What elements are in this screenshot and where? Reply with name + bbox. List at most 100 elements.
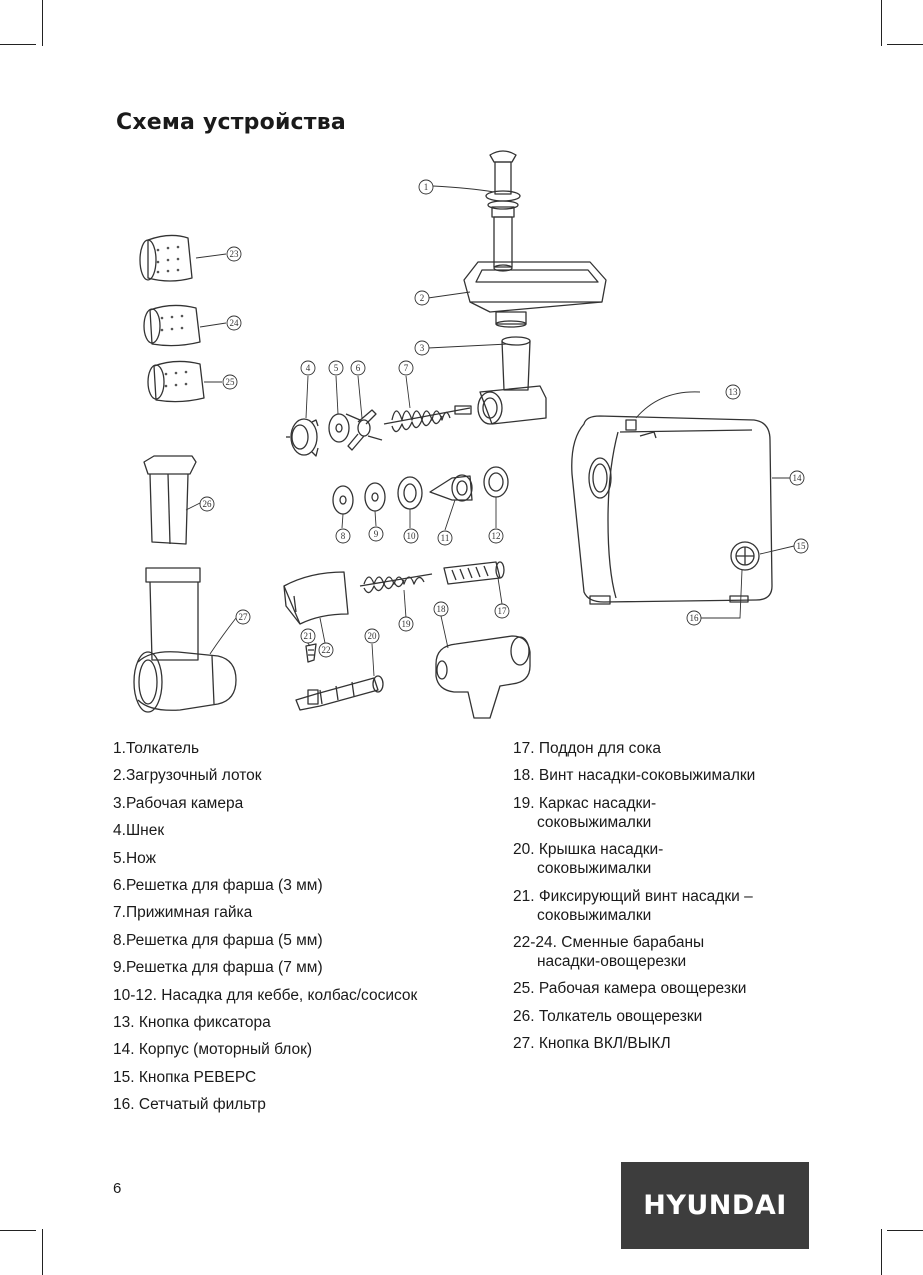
legend-item: 15. Кнопка РЕВЕРС bbox=[113, 1068, 257, 1086]
legend-item: 9.Решетка для фарша (7 мм) bbox=[113, 959, 323, 977]
part-juicer-frame bbox=[295, 675, 384, 711]
callout-number: 27 bbox=[239, 612, 249, 622]
callout-number: 18 bbox=[437, 604, 447, 614]
callout-number: 13 bbox=[729, 387, 739, 397]
callout-number: 20 bbox=[368, 631, 378, 641]
legend-item: 7.Прижимная гайка bbox=[113, 904, 253, 922]
legend-item: 8.Решетка для фарша (5 мм) bbox=[113, 931, 323, 949]
legend-item: 19. Каркас насадки-соковыжималки bbox=[513, 794, 657, 831]
callout-circle bbox=[494, 603, 510, 619]
part-pusher bbox=[485, 150, 521, 272]
legend-item: 26. Толкатель овощерезки bbox=[513, 1007, 703, 1025]
callout-circle bbox=[398, 360, 414, 376]
callout-circle bbox=[318, 642, 334, 658]
callout-circle bbox=[433, 601, 449, 617]
callout-circle bbox=[226, 315, 242, 331]
part-working-chamber bbox=[477, 336, 547, 425]
part-grid-5mm bbox=[332, 485, 354, 515]
part-juicer-cover bbox=[283, 571, 349, 625]
callout-number: 22 bbox=[322, 645, 331, 655]
callout-circle bbox=[398, 616, 414, 632]
crop-mark bbox=[42, 0, 43, 46]
callout-circle bbox=[235, 609, 251, 625]
callout-number: 26 bbox=[203, 499, 213, 509]
legend-item: 18. Винт насадки-соковыжималки bbox=[513, 767, 756, 785]
callout-circle bbox=[300, 628, 316, 644]
callout-number: 25 bbox=[226, 377, 236, 387]
part-knife bbox=[345, 409, 383, 451]
callout-number: 11 bbox=[441, 533, 450, 543]
callout-number: 1 bbox=[424, 182, 429, 192]
legend-right: 17. Поддон для сока 18. Винт насадки-сок… bbox=[513, 739, 755, 1062]
callout-number: 15 bbox=[797, 541, 807, 551]
legend-item: 1.Толкатель bbox=[113, 740, 200, 757]
legend-item: 27. Кнопка ВКЛ/ВЫКЛ bbox=[513, 1035, 671, 1053]
callout-number: 3 bbox=[420, 343, 425, 353]
part-kebbe-ring bbox=[397, 476, 423, 510]
page-title: Схема устройства bbox=[116, 110, 346, 135]
callout-number: 2 bbox=[420, 293, 425, 303]
callout-number: 23 bbox=[230, 249, 240, 259]
part-cone bbox=[429, 474, 473, 502]
legend-item: 6.Решетка для фарша (3 мм) bbox=[113, 876, 323, 894]
part-juicer-screw bbox=[359, 573, 433, 594]
legend-item: 21. Фиксирующий винт насадки –соковыжима… bbox=[513, 887, 753, 924]
callout-circle bbox=[403, 528, 419, 544]
callout-circle bbox=[793, 538, 809, 554]
callout-circle bbox=[364, 628, 380, 644]
part-nut bbox=[286, 418, 319, 457]
callout-circle bbox=[789, 470, 805, 486]
callout-circle bbox=[368, 526, 384, 542]
part-fixing-screw bbox=[305, 643, 317, 663]
part-slicer-pusher bbox=[143, 455, 197, 545]
page-number: 6 bbox=[113, 1180, 122, 1197]
legend-item: 5.Нож bbox=[113, 849, 156, 867]
callout-number: 19 bbox=[402, 619, 412, 629]
callout-number: 12 bbox=[492, 531, 501, 541]
callout-circle bbox=[414, 290, 430, 306]
part-drums bbox=[139, 234, 205, 403]
legend-item: 3.Рабочая камера bbox=[113, 794, 244, 812]
legend-item: 2.Загрузочный лоток bbox=[113, 767, 262, 785]
callout-number: 7 bbox=[404, 363, 409, 373]
legend-item: 4.Шнек bbox=[113, 822, 165, 840]
callout-circle bbox=[414, 340, 430, 356]
callout-number: 24 bbox=[230, 318, 240, 328]
part-drum-holes bbox=[156, 245, 188, 388]
callout-circle bbox=[328, 360, 344, 376]
callout-circle bbox=[686, 610, 702, 626]
crop-mark bbox=[0, 44, 36, 45]
crop-mark bbox=[887, 44, 923, 45]
legend-item: 20. Крышка насадки-соковыжималки bbox=[513, 841, 664, 878]
part-slicer-chamber bbox=[133, 567, 237, 713]
legend-item: 13. Кнопка фиксатора bbox=[113, 1013, 271, 1031]
callout-number: 5 bbox=[334, 363, 339, 373]
legend-item: 17. Поддон для сока bbox=[513, 740, 661, 757]
callout-number: 6 bbox=[356, 363, 361, 373]
part-motor-unit bbox=[571, 415, 773, 605]
callout-circle bbox=[222, 374, 238, 390]
callout-circle bbox=[488, 528, 504, 544]
callout-number: 10 bbox=[407, 531, 417, 541]
legend-item: 10-12. Насадка для кеббе, колбас/сосисок bbox=[113, 986, 418, 1004]
brand-text: HYUNDAI bbox=[643, 1190, 787, 1221]
callout-number: 16 bbox=[690, 613, 700, 623]
legend-item: 14. Корпус (моторный блок) bbox=[113, 1041, 313, 1059]
part-auger bbox=[383, 405, 472, 433]
callout-circle bbox=[437, 530, 453, 546]
crop-mark bbox=[887, 1230, 923, 1231]
crop-mark bbox=[0, 1230, 36, 1231]
crop-mark bbox=[881, 1229, 882, 1275]
part-grid-3mm bbox=[328, 413, 350, 443]
callout-circle bbox=[350, 360, 366, 376]
part-mesh-filter bbox=[443, 561, 505, 585]
legend-left: 1.Толкатель 2.Загрузочный лоток 3.Рабоча… bbox=[113, 739, 417, 1122]
crop-mark bbox=[881, 0, 882, 46]
callout-circle bbox=[335, 528, 351, 544]
device-diagram: 1234567891011121314151617181920212223242… bbox=[133, 150, 809, 719]
callout-number: 4 bbox=[306, 363, 311, 373]
legend-item: 25. Рабочая камера овощерезки bbox=[513, 980, 747, 998]
part-feed-tray bbox=[463, 261, 607, 328]
